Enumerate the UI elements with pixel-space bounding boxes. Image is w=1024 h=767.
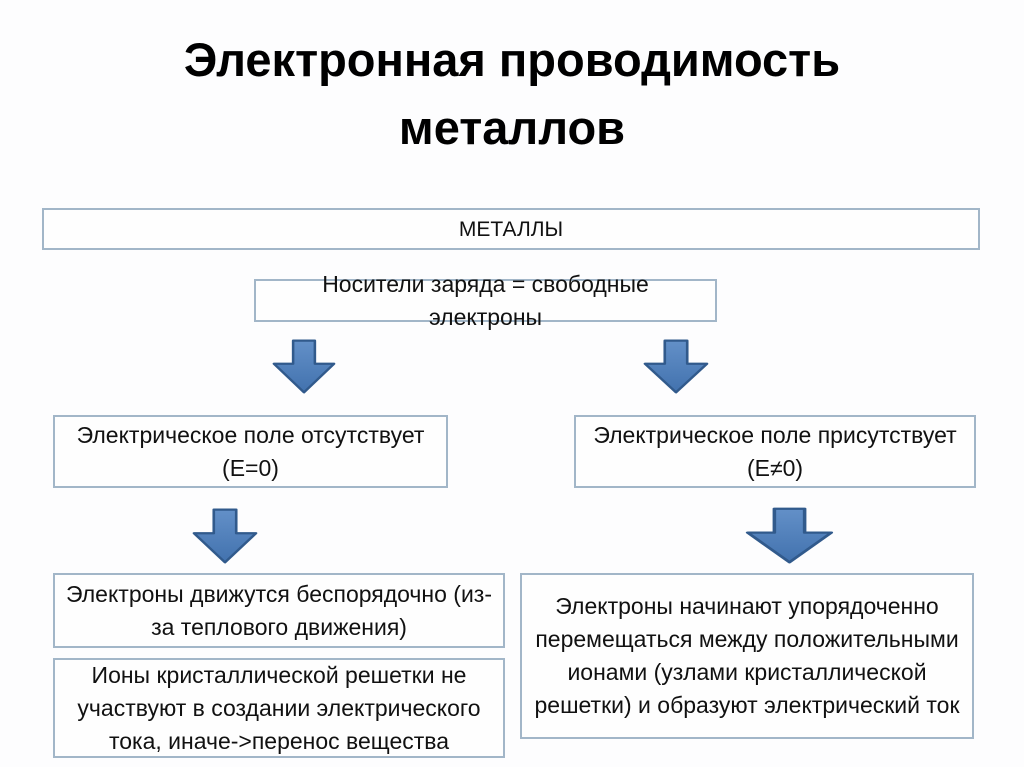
slide-title: Электронная проводимость металлов — [183, 33, 841, 154]
field-present-box: Электрическое поле присутствует (Е≠0) — [574, 415, 976, 488]
charge-carriers-box: Носители заряда = свободные электроны — [254, 271, 717, 330]
down-arrow-icon — [745, 507, 834, 564]
ions-label: Ионы кристаллической решетки не участвую… — [77, 661, 481, 754]
metals-box-label: МЕТАЛЛЫ — [458, 217, 564, 241]
random-motion-label: Электроны движутся беспорядочно (из-за т… — [65, 580, 493, 640]
charge-carriers-label: Носители заряда = свободные электроны — [322, 270, 649, 330]
no-field-label: Электрическое поле отсутствует (Е=0) — [76, 421, 425, 481]
ordered-motion-box: Электроны начинают упорядоченно перемеща… — [520, 573, 974, 739]
ions-box: Ионы кристаллической решетки не участвую… — [53, 658, 505, 758]
ordered-motion-label: Электроны начинают упорядоченно перемеща… — [534, 593, 960, 718]
down-arrow-icon — [643, 339, 709, 394]
down-arrow-icon — [192, 508, 258, 564]
field-present-label: Электрическое поле присутствует (Е≠0) — [593, 421, 957, 481]
metals-box: МЕТАЛЛЫ — [42, 208, 980, 250]
down-arrow-icon — [272, 339, 336, 394]
random-motion-box: Электроны движутся беспорядочно (из-за т… — [53, 573, 505, 648]
no-field-box: Электрическое поле отсутствует (Е=0) — [53, 415, 448, 488]
